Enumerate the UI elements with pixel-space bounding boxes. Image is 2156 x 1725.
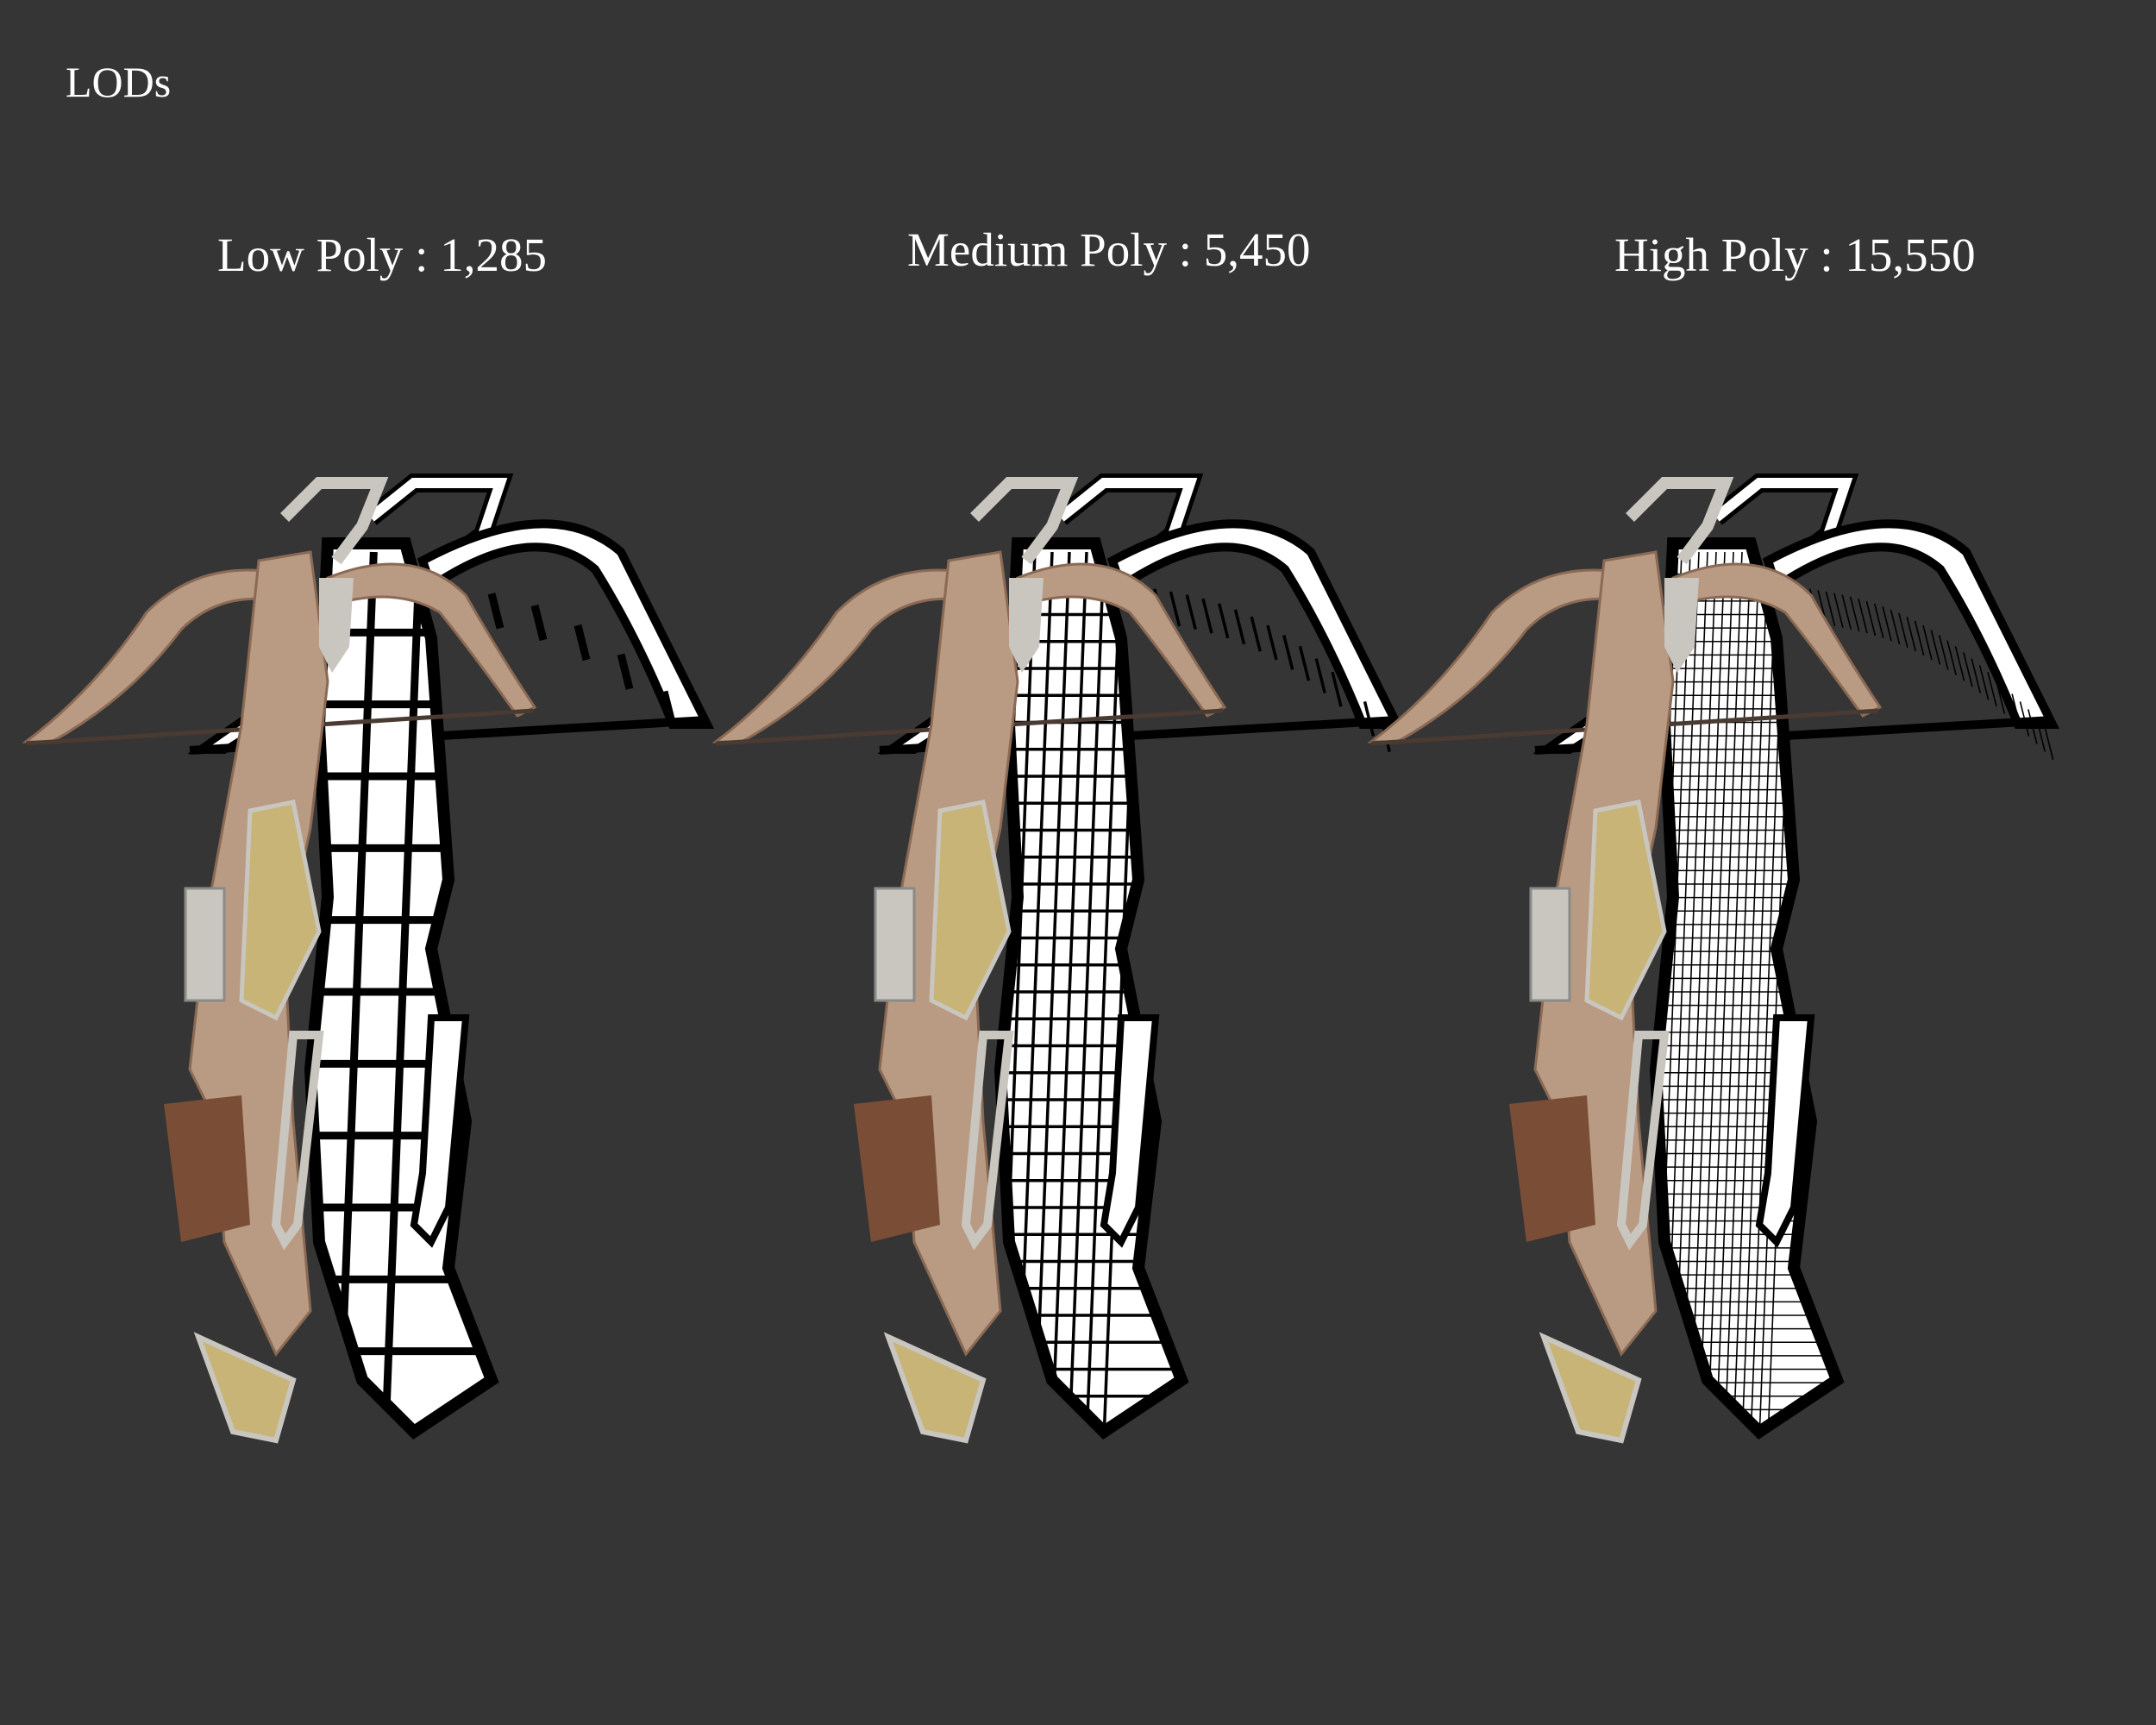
textured-model bbox=[711, 477, 1227, 1444]
lod-label-high: High Poly : 15,550 bbox=[1614, 229, 1976, 281]
textured-model bbox=[1367, 477, 1883, 1444]
lod-label-low: Low Poly : 1,285 bbox=[217, 229, 547, 281]
page-title: LODs bbox=[66, 58, 172, 106]
lod-label-medium: Medium Poly : 5,450 bbox=[907, 223, 1311, 276]
lod-panel-low bbox=[0, 466, 733, 1518]
lod-panel-high bbox=[1345, 466, 2078, 1518]
textured-model bbox=[22, 477, 537, 1444]
wireframe-model bbox=[187, 474, 715, 1440]
lod-panel-medium bbox=[690, 466, 1423, 1518]
